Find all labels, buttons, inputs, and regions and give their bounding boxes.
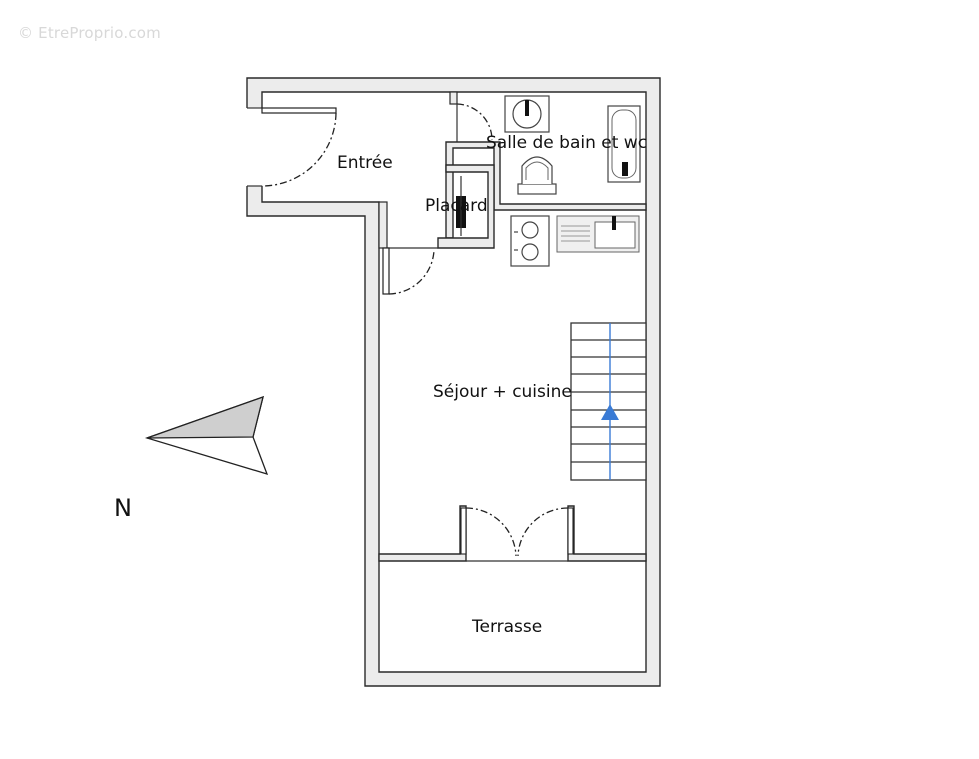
room-label-salle-de-bain: Salle de bain et wc	[486, 133, 647, 153]
interior-floor	[261, 91, 647, 673]
living-door-swing	[388, 249, 435, 295]
sink-icon	[504, 95, 550, 133]
terrace-door-left-leaf	[460, 507, 467, 555]
toilet-icon	[517, 156, 557, 195]
hall-wall-stub	[378, 201, 388, 249]
room-label-sejour: Séjour + cuisine	[433, 382, 572, 402]
staircase	[570, 322, 647, 481]
living-door-leaf	[382, 247, 390, 295]
kitchen-sink-icon	[556, 215, 640, 253]
bath-door-swing	[456, 103, 493, 141]
placard-wall	[437, 164, 495, 249]
compass-arrow-shaded	[146, 395, 264, 439]
terrace-wall-left	[378, 505, 467, 562]
bathtub-icon	[607, 105, 641, 183]
terrace-door-right-leaf	[567, 507, 574, 555]
room-label-entree: Entrée	[337, 153, 393, 173]
entry-door-leaf	[261, 107, 337, 114]
stair-up-arrow-icon	[601, 404, 619, 420]
compass-north-label: N	[114, 494, 132, 522]
entry-opening	[246, 108, 264, 186]
bath-wall-top-stub	[449, 91, 458, 105]
watermark-text: © EtreProprio.com	[18, 24, 161, 42]
room-label-placard: Placard	[425, 196, 488, 216]
room-label-terrasse: Terrasse	[471, 617, 542, 637]
entry-door-swing	[261, 112, 337, 187]
cooktop-icon	[510, 215, 550, 267]
